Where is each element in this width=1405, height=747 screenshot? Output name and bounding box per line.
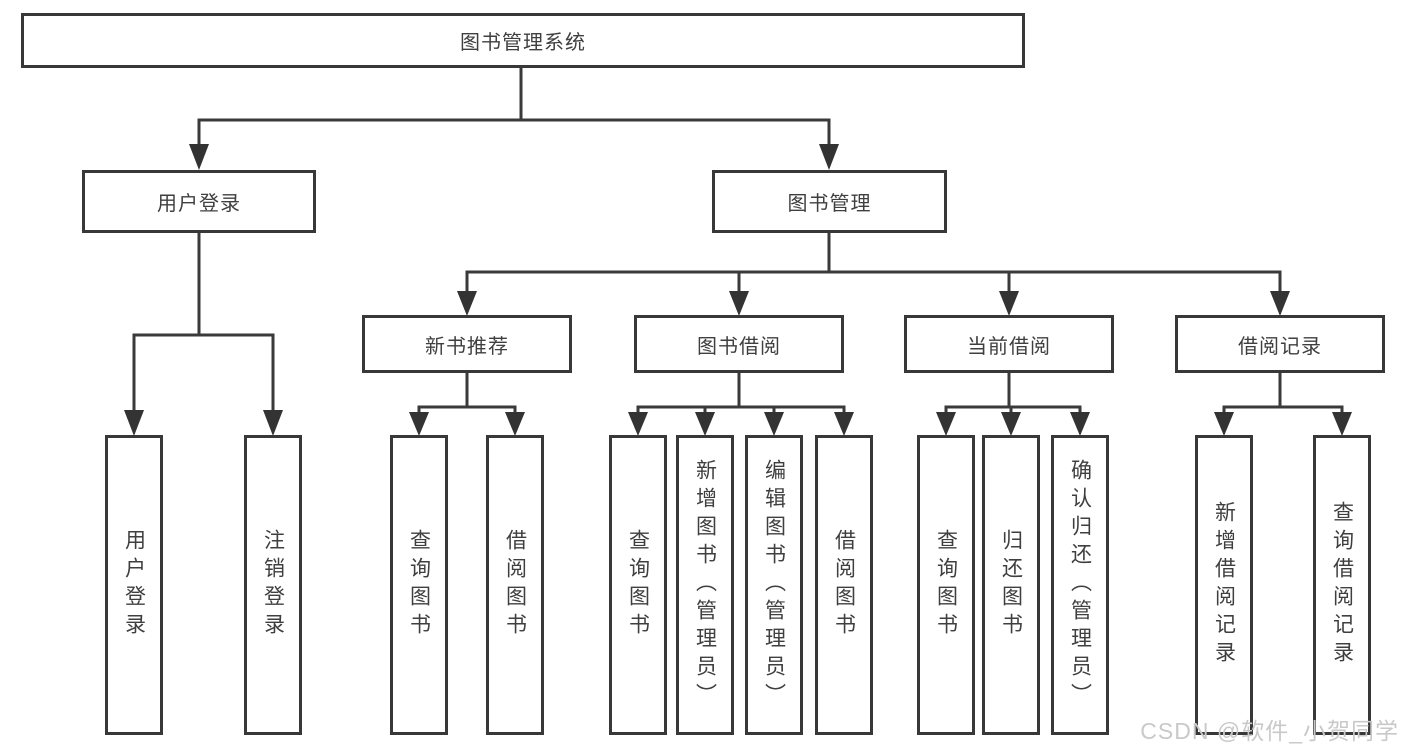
leaf-edit-book-admin: 编辑图书（管理员） (745, 435, 803, 735)
edge-user-login-to-leaves (124, 233, 283, 436)
leaf-query-books-current-label: 查询图书 (934, 529, 958, 641)
leaf-user-login: 用户登录 (105, 435, 163, 735)
node-book-management-label: 图书管理 (787, 193, 872, 215)
edge-new-book-to-leaves (409, 373, 525, 436)
watermark: CSDN @软件_小贺同学 (1140, 718, 1399, 744)
edge-root-to-level2 (189, 68, 839, 170)
node-user-login-label: 用户登录 (157, 193, 241, 215)
node-current-borrow-label: 当前借阅 (967, 335, 1051, 358)
leaf-borrow-books-recommend: 借阅图书 (486, 435, 544, 735)
leaf-confirm-return-admin: 确认归还（管理员） (1051, 435, 1109, 735)
leaf-borrow-books: 借阅图书 (815, 435, 873, 735)
edge-book-management-to-level3 (457, 233, 1290, 316)
leaf-query-books-recommend-label: 查询图书 (407, 529, 431, 641)
leaf-add-book-admin-label: 新增图书（管理员） (693, 459, 717, 711)
leaf-borrow-books-recommend-label: 借阅图书 (503, 529, 527, 641)
leaf-query-books-borrow-label: 查询图书 (626, 529, 650, 641)
node-book-borrow: 图书借阅 (634, 315, 844, 373)
leaf-return-books-label: 归还图书 (999, 529, 1023, 641)
node-current-borrow: 当前借阅 (904, 315, 1114, 373)
leaf-add-book-admin: 新增图书（管理员） (676, 435, 734, 735)
leaf-user-login-label: 用户登录 (122, 529, 146, 641)
leaf-query-books-recommend: 查询图书 (390, 435, 448, 735)
node-root: 图书管理系统 (21, 13, 1025, 68)
leaf-query-books-borrow: 查询图书 (609, 435, 667, 735)
leaf-add-borrow-record-label: 新增借阅记录 (1212, 501, 1236, 669)
leaf-query-borrow-record-label: 查询借阅记录 (1330, 501, 1354, 669)
leaf-confirm-return-admin-label: 确认归还（管理员） (1068, 459, 1092, 711)
node-book-borrow-label: 图书借阅 (697, 335, 781, 358)
edge-borrow-records-to-leaves (1214, 373, 1352, 436)
leaf-query-borrow-record: 查询借阅记录 (1313, 435, 1371, 735)
node-new-book-recommend-label: 新书推荐 (425, 335, 509, 358)
node-root-label: 图书管理系统 (460, 32, 586, 54)
leaf-return-books: 归还图书 (982, 435, 1040, 735)
leaf-edit-book-admin-label: 编辑图书（管理员） (762, 459, 786, 711)
leaf-logout-label: 注销登录 (261, 529, 285, 641)
leaf-add-borrow-record: 新增借阅记录 (1195, 435, 1253, 735)
node-borrow-records-label: 借阅记录 (1238, 335, 1322, 358)
leaf-logout: 注销登录 (244, 435, 302, 735)
node-user-login: 用户登录 (82, 170, 316, 233)
edge-current-borrow-to-leaves (936, 373, 1090, 436)
node-new-book-recommend: 新书推荐 (362, 315, 572, 373)
leaf-borrow-books-label: 借阅图书 (832, 529, 856, 641)
leaf-query-books-current: 查询图书 (917, 435, 975, 735)
node-book-management: 图书管理 (712, 170, 947, 233)
node-borrow-records: 借阅记录 (1175, 315, 1385, 373)
edge-book-borrow-to-leaves (628, 373, 854, 436)
